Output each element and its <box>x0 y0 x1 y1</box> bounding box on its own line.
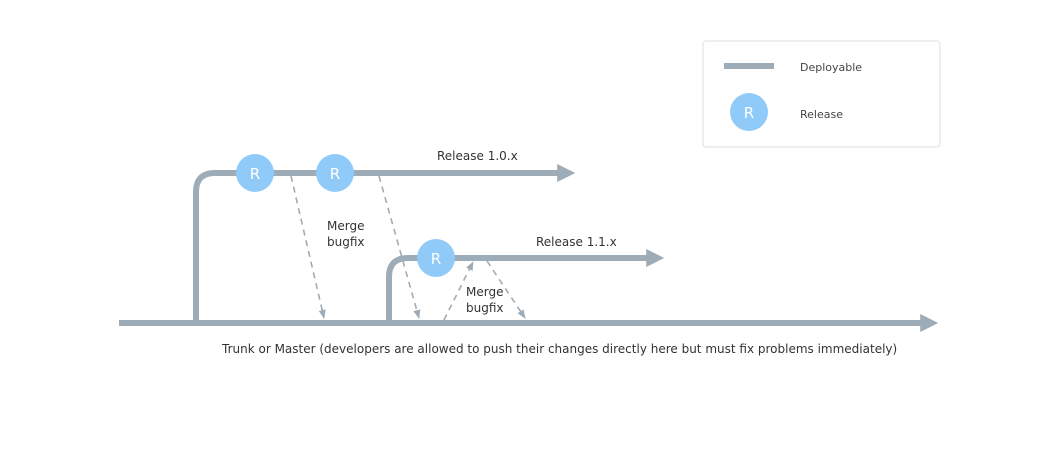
legend-release-symbol: R <box>744 104 754 122</box>
legend-release-label: Release <box>800 108 843 121</box>
merge-label-2-line1: Merge <box>466 285 503 299</box>
trunk-label: Trunk or Master (developers are allowed … <box>221 342 897 356</box>
merge-label-1-line1: Merge <box>327 219 364 233</box>
release-node-symbol: R <box>431 250 441 268</box>
release-11-branch-line <box>386 249 665 323</box>
merge-label-2-line2: bugfix <box>466 301 504 315</box>
merge-arrow-10-a <box>290 175 326 319</box>
release-10-label: Release 1.0.x <box>437 149 518 163</box>
release-node: R <box>417 239 455 277</box>
merge-label-1-line2: bugfix <box>327 235 365 249</box>
release-node: R <box>316 154 354 192</box>
release-node-symbol: R <box>250 165 260 183</box>
release-node-symbol: R <box>330 165 340 183</box>
legend-deployable-label: Deployable <box>800 61 862 74</box>
merge-arrow-11-to-trunk <box>486 260 526 319</box>
release-10-branch-line <box>193 164 576 323</box>
release-node: R <box>236 154 274 192</box>
merge-arrow-10-b <box>378 175 421 319</box>
legend-box <box>702 40 941 148</box>
release-11-label: Release 1.1.x <box>536 235 617 249</box>
legend-release-circle <box>730 93 768 131</box>
